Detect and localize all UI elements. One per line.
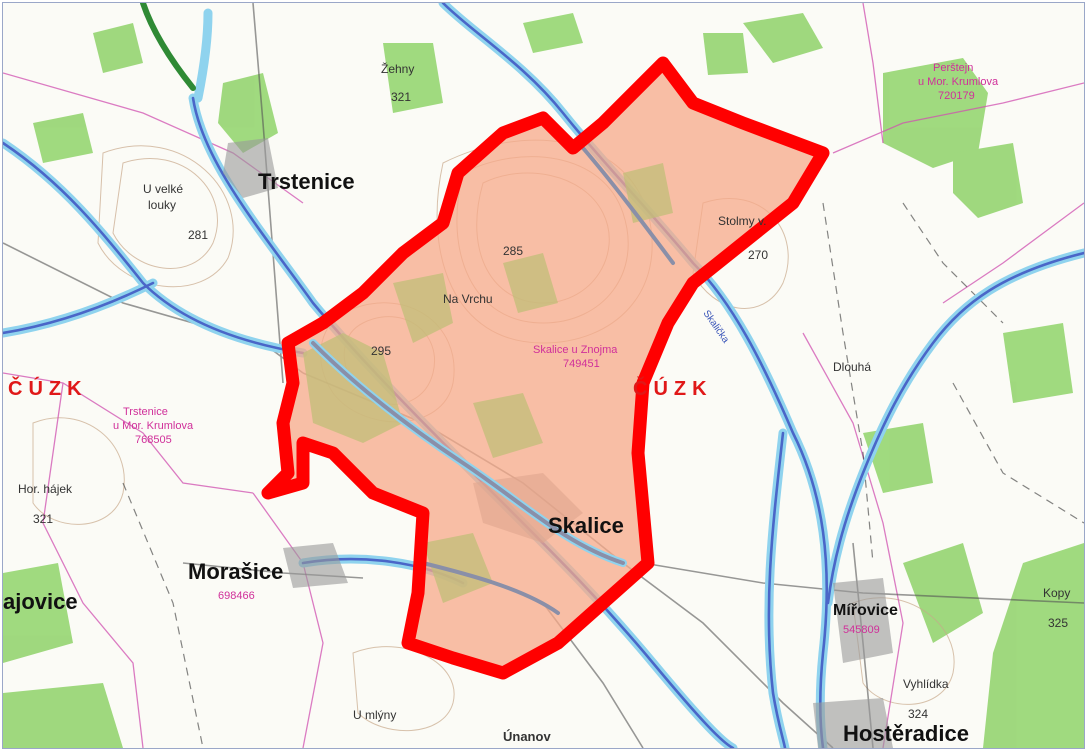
town-label-mitovice: Mířovice bbox=[833, 602, 898, 619]
map-labels: Trstenice Skalice Morašice Mířovice Host… bbox=[3, 61, 1070, 746]
cadastral-label-morasice: 698466 bbox=[218, 590, 255, 602]
study-area-boundary[interactable] bbox=[261, 56, 830, 680]
town-label-unanov: Únanov bbox=[503, 729, 551, 744]
spot-height-2: 281 bbox=[188, 228, 208, 242]
cuzk-watermark-left: ČÚZK bbox=[8, 376, 88, 400]
topographic-map[interactable]: Trstenice Skalice Morašice Mířovice Host… bbox=[3, 3, 1084, 748]
place-label-stolmy: Stolmy v. bbox=[718, 214, 766, 228]
spot-height-7: 324 bbox=[908, 707, 928, 721]
place-label-u-velke: U velké bbox=[143, 182, 183, 196]
place-label-hor-hajek: Hor. hájek bbox=[18, 482, 73, 496]
place-label-zehny: Žehny bbox=[381, 61, 414, 76]
town-label-hosteradice: Hostěradice bbox=[843, 721, 969, 746]
cadastral-label-trstenice-2: u Mor. Krumlova bbox=[113, 420, 194, 432]
town-label-skalice: Skalice bbox=[548, 513, 624, 538]
town-label-jajovice: ajovice bbox=[3, 589, 78, 614]
place-label-na-vrchu: Na Vrchu bbox=[443, 292, 493, 306]
place-label-kopy: Kopy bbox=[1043, 586, 1070, 600]
cadastral-label-mitovice: 545809 bbox=[843, 624, 880, 636]
cadastral-label-pernstejn-2: u Mor. Krumlova bbox=[918, 76, 999, 88]
place-label-vyhlidka: Vyhlídka bbox=[903, 677, 949, 691]
spot-height-3: 285 bbox=[503, 244, 523, 258]
spot-height-6: 321 bbox=[33, 512, 53, 526]
cuzk-watermark-center: ČÚZK bbox=[633, 376, 713, 400]
cadastral-label-trstenice-3: 768505 bbox=[135, 434, 172, 446]
cadastral-label-pernstejn-1: Perštejn bbox=[933, 62, 973, 74]
spot-height-4: 295 bbox=[371, 344, 391, 358]
cadastral-label-pernstejn-3: 720179 bbox=[938, 90, 975, 102]
field-paths bbox=[122, 202, 1084, 748]
place-label-dlouha: Dlouhá bbox=[833, 360, 871, 374]
town-label-trstenice: Trstenice bbox=[258, 169, 355, 194]
spot-height-8: 325 bbox=[1048, 616, 1068, 630]
cadastral-label-trstenice-1: Trstenice bbox=[123, 406, 168, 418]
skalicka-stream bbox=[309, 146, 675, 615]
spot-height-5: 270 bbox=[748, 248, 768, 262]
place-label-u-mlyny: U mlýny bbox=[353, 708, 396, 722]
spot-height-1: 321 bbox=[391, 90, 411, 104]
cadastral-label-skalice-2: 749451 bbox=[563, 358, 600, 370]
cadastral-label-skalice-1: Skalice u Znojma bbox=[533, 344, 618, 356]
place-label-louky: louky bbox=[148, 198, 176, 212]
study-area-fill[interactable] bbox=[268, 63, 823, 673]
town-label-morasice: Morašice bbox=[188, 559, 283, 584]
